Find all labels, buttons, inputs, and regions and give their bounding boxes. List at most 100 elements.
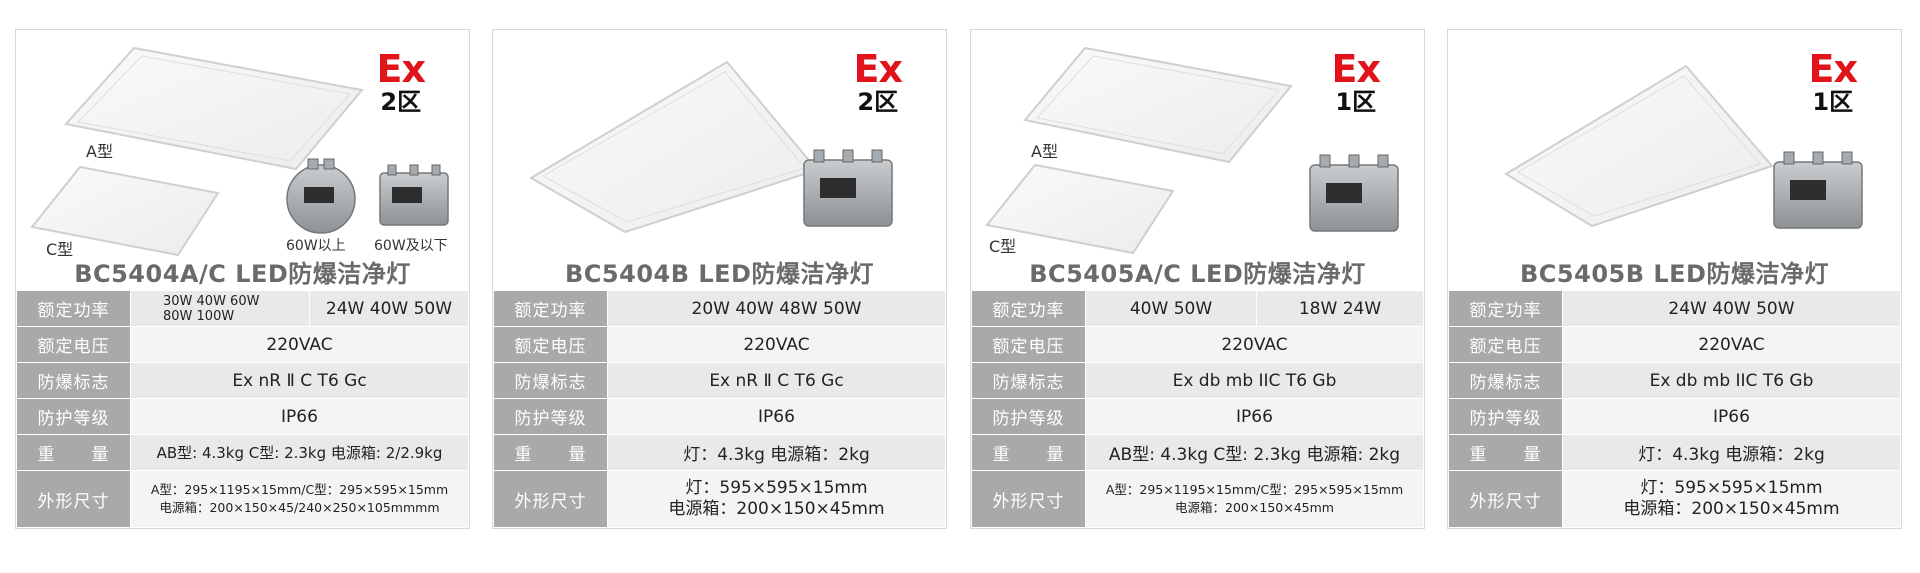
round-power-box-image bbox=[286, 158, 356, 234]
spec-label: 外形尺寸 bbox=[16, 470, 131, 528]
spec-label: 防护等级 bbox=[493, 398, 608, 435]
spec-label: 额定功率 bbox=[971, 290, 1086, 327]
spec-label: 防护等级 bbox=[16, 398, 131, 435]
spec-value: 20W 40W 48W 50W bbox=[607, 290, 946, 327]
spec-value: Ex nR Ⅱ C T6 Gc bbox=[607, 362, 946, 399]
ex-logo: Ex bbox=[853, 47, 903, 91]
spec-label: 防爆标志 bbox=[493, 362, 608, 399]
zone-label: 2区 bbox=[380, 88, 422, 116]
label-type-a: A型 bbox=[86, 142, 113, 161]
spec-value: 30W 40W 60W 80W 100W bbox=[130, 290, 310, 327]
size-box: 电源箱：200×150×45mm bbox=[668, 499, 885, 519]
product-title: BC5404A/C LED防爆洁净灯 bbox=[74, 260, 411, 288]
spec-value: Ex db mb IIC T6 Gb bbox=[1562, 362, 1901, 399]
power-a-type: 40W 50W bbox=[1085, 290, 1257, 327]
product-card-bc5405b: Ex 1区 BC5405B LED防爆洁净灯 额定功率 24W 40W 50W … bbox=[1447, 29, 1902, 529]
product-title: BC5405B LED防爆洁净灯 bbox=[1520, 260, 1829, 288]
ex-zone-mark: Ex 1区 bbox=[1808, 47, 1858, 116]
spec-value: 220VAC bbox=[1085, 326, 1424, 363]
spec-label: 额定电压 bbox=[493, 326, 608, 363]
spec-label: 额定功率 bbox=[1448, 290, 1563, 327]
product-hero: Ex 1区 BC5405B LED防爆洁净灯 bbox=[1448, 30, 1901, 290]
ex-zone-mark: Ex 1区 bbox=[1331, 47, 1381, 116]
spec-table: 额定功率 24W 40W 50W 额定电压 220VAC 防爆标志 Ex db … bbox=[1448, 290, 1901, 528]
ex-zone-mark: Ex 2区 bbox=[376, 47, 426, 116]
square-power-box-image bbox=[379, 164, 449, 226]
spec-label: 外形尺寸 bbox=[1448, 470, 1563, 528]
zone-label: 1区 bbox=[1812, 88, 1854, 116]
spec-value: 灯：4.3kg 电源箱：2kg bbox=[1562, 434, 1901, 471]
panel-c-image bbox=[985, 163, 1175, 255]
label-type-a: A型 bbox=[1031, 142, 1058, 161]
spec-table: 额定功率 30W 40W 60W 80W 100W 24W 40W 50W 额定… bbox=[16, 290, 469, 528]
spec-table: 额定功率 20W 40W 48W 50W 额定电压 220VAC 防爆标志 Ex… bbox=[493, 290, 946, 528]
spec-label: 额定电压 bbox=[1448, 326, 1563, 363]
spec-value: Ex db mb IIC T6 Gb bbox=[1085, 362, 1424, 399]
spec-value: AB型: 4.3kg C型: 2.3kg 电源箱: 2/2.9kg bbox=[130, 434, 469, 471]
spec-label: 防爆标志 bbox=[971, 362, 1086, 399]
spec-label: 外形尺寸 bbox=[971, 470, 1086, 528]
product-card-bc5404b: Ex 2区 BC5404B LED防爆洁净灯 额定功率 20W 40W 48W … bbox=[492, 29, 947, 529]
spec-value: Ex nR Ⅱ C T6 Gc bbox=[130, 362, 469, 399]
size-lamp: A型：295×1195×15mm/C型：295×595×15mm bbox=[1105, 482, 1404, 497]
product-hero: Ex 2区 BC5404B LED防爆洁净灯 bbox=[493, 30, 946, 290]
spec-label: 防爆标志 bbox=[16, 362, 131, 399]
product-card-bc5405ac: A型 C型 Ex 1区 BC5405A/C LED防爆洁净灯 额定功率 40W … bbox=[970, 29, 1425, 529]
caption-60w-and-below: 60W及以下 bbox=[374, 238, 448, 254]
product-hero: A型 C型 60W以上 60W及以下 Ex 2区 BC5404A/C LED防爆… bbox=[16, 30, 469, 290]
spec-value: 220VAC bbox=[1562, 326, 1901, 363]
power-over-60w: 30W 40W 60W 80W 100W bbox=[163, 293, 260, 324]
label-type-c: C型 bbox=[989, 237, 1017, 256]
square-power-box-image bbox=[803, 149, 893, 227]
square-power-box-image bbox=[1773, 151, 1863, 229]
power-60w-below: 24W 40W 50W bbox=[309, 290, 469, 327]
spec-value: IP66 bbox=[1085, 398, 1424, 435]
spec-label: 重 量 bbox=[971, 434, 1086, 471]
spec-label: 额定功率 bbox=[493, 290, 608, 327]
size-box: 电源箱：200×150×45mm bbox=[1175, 500, 1334, 515]
panel-c-image bbox=[30, 165, 220, 257]
ex-logo: Ex bbox=[1331, 47, 1381, 91]
power-c-type: 18W 24W bbox=[1256, 290, 1424, 327]
size-lamp: 灯：595×595×15mm bbox=[1640, 478, 1823, 498]
spec-label: 外形尺寸 bbox=[493, 470, 608, 528]
square-power-box-image bbox=[1309, 154, 1399, 232]
spec-value: IP66 bbox=[130, 398, 469, 435]
spec-label: 重 量 bbox=[1448, 434, 1563, 471]
product-title: BC5404B LED防爆洁净灯 bbox=[565, 260, 874, 288]
spec-label: 额定电压 bbox=[16, 326, 131, 363]
spec-value: IP66 bbox=[1562, 398, 1901, 435]
zone-label: 1区 bbox=[1335, 88, 1377, 116]
panel-b-image bbox=[529, 60, 819, 234]
product-hero: A型 C型 Ex 1区 BC5405A/C LED防爆洁净灯 bbox=[971, 30, 1424, 290]
size-lamp: 灯：595×595×15mm bbox=[685, 478, 868, 498]
size-box: 电源箱：200×150×45/240×250×105mmmm bbox=[159, 500, 440, 515]
caption-over-60w: 60W以上 bbox=[286, 238, 346, 254]
spec-value: A型：295×1195×15mm/C型：295×595×15mm 电源箱：200… bbox=[130, 470, 469, 528]
spec-value: 24W 40W 50W bbox=[1562, 290, 1901, 327]
ex-zone-mark: Ex 2区 bbox=[853, 47, 903, 116]
product-title: BC5405A/C LED防爆洁净灯 bbox=[1029, 260, 1366, 288]
spec-label: 重 量 bbox=[493, 434, 608, 471]
spec-label: 额定功率 bbox=[16, 290, 131, 327]
ex-logo: Ex bbox=[376, 47, 426, 91]
spec-value: 220VAC bbox=[607, 326, 946, 363]
spec-label: 防护等级 bbox=[971, 398, 1086, 435]
zone-label: 2区 bbox=[857, 88, 899, 116]
label-type-c: C型 bbox=[46, 240, 74, 259]
spec-label: 防爆标志 bbox=[1448, 362, 1563, 399]
panel-a-image bbox=[64, 46, 364, 171]
panel-a-image bbox=[1023, 46, 1293, 164]
size-box: 电源箱：200×150×45mm bbox=[1623, 499, 1840, 519]
spec-table: 额定功率 40W 50W 18W 24W 额定电压 220VAC 防爆标志 Ex… bbox=[971, 290, 1424, 528]
spec-value: IP66 bbox=[607, 398, 946, 435]
spec-value: AB型: 4.3kg C型: 2.3kg 电源箱: 2kg bbox=[1085, 434, 1424, 471]
spec-value: 220VAC bbox=[130, 326, 469, 363]
spec-label: 防护等级 bbox=[1448, 398, 1563, 435]
panel-b-image bbox=[1504, 64, 1774, 228]
spec-value: 灯：595×595×15mm 电源箱：200×150×45mm bbox=[1562, 470, 1901, 528]
spec-label: 重 量 bbox=[16, 434, 131, 471]
ex-logo: Ex bbox=[1808, 47, 1858, 91]
size-lamp: A型：295×1195×15mm/C型：295×595×15mm bbox=[150, 482, 449, 497]
spec-value: A型：295×1195×15mm/C型：295×595×15mm 电源箱：200… bbox=[1085, 470, 1424, 528]
